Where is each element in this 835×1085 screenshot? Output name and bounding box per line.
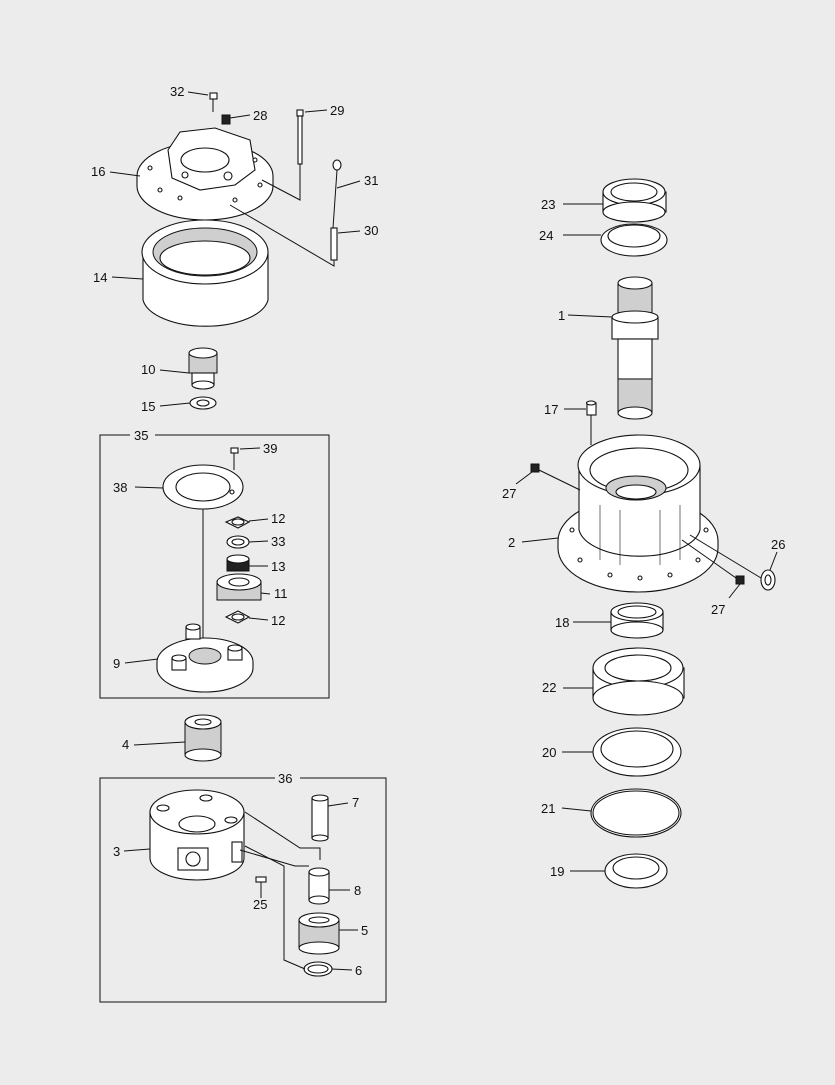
callout-15: 15 — [141, 399, 155, 414]
group-36-frame: 36 — [99, 771, 387, 1003]
callout-12-upper: 12 — [271, 511, 285, 526]
long-bolt-29-part — [261, 109, 304, 201]
callout-5: 5 — [361, 923, 368, 938]
gauge-pipe-30-part — [229, 204, 338, 267]
group-35-label: 35 — [134, 428, 148, 443]
callout-24: 24 — [539, 228, 553, 243]
callout-30: 30 — [364, 223, 378, 238]
pin-guide-line-3 — [239, 849, 309, 867]
callout-27-lower: 27 — [711, 602, 725, 617]
callout-22: 22 — [542, 680, 556, 695]
washer-12-upper-part — [224, 516, 251, 529]
callout-39: 39 — [263, 441, 277, 456]
callout-13: 13 — [271, 559, 285, 574]
callout-3: 3 — [113, 844, 120, 859]
sun-gear-10-part — [188, 347, 218, 390]
bushing-8-part — [308, 867, 330, 905]
seal-24-part — [600, 223, 668, 257]
callout-12-lower: 12 — [271, 613, 285, 628]
bolt-32-part — [209, 92, 218, 112]
callout-8: 8 — [354, 883, 361, 898]
callout-23: 23 — [541, 197, 555, 212]
washer-6-part — [303, 961, 333, 977]
callouts: 32 28 29 16 31 30 14 10 15 39 38 12 33 1… — [91, 84, 785, 978]
seal-20-part — [592, 727, 682, 777]
pin-guide-line-2 — [244, 845, 306, 970]
cover-plate-part — [136, 127, 274, 221]
callout-10: 10 — [141, 362, 155, 377]
plug-28-part — [221, 114, 231, 125]
callout-29: 29 — [330, 103, 344, 118]
bearing-23-part — [602, 178, 667, 223]
level-gauge-31-part — [332, 159, 342, 229]
callout-21: 21 — [541, 801, 555, 816]
pin-guide-line-1 — [244, 811, 321, 860]
washer-12-lower-part — [224, 610, 251, 624]
callout-18: 18 — [555, 615, 569, 630]
bolt-39-part — [230, 447, 239, 470]
washer-15-part — [189, 396, 217, 410]
sun-gear-4-part — [184, 714, 222, 762]
group-35-frame: 35 — [99, 428, 330, 699]
callout-1: 1 — [558, 308, 565, 323]
callout-9: 9 — [113, 656, 120, 671]
needle-bearing-13-part — [226, 554, 250, 572]
callout-6: 6 — [355, 963, 362, 978]
callout-11: 11 — [274, 586, 288, 601]
planet-gear-11-part — [216, 573, 262, 601]
pin-25-part — [255, 876, 267, 883]
callout-17: 17 — [544, 402, 558, 417]
callout-19: 19 — [550, 864, 564, 879]
callout-27-upper: 27 — [502, 486, 516, 501]
snap-ring-21-part — [590, 788, 682, 838]
callout-26: 26 — [771, 537, 785, 552]
callout-31: 31 — [364, 173, 378, 188]
pin-7-part — [311, 794, 329, 842]
plug-26-part — [689, 534, 776, 591]
thrust-plate-38-part — [162, 464, 244, 510]
ring-gear-part — [141, 219, 269, 327]
callout-38: 38 — [113, 480, 127, 495]
bearing-18-part — [610, 602, 664, 639]
pin-17-part — [585, 400, 597, 445]
callout-28: 28 — [253, 108, 267, 123]
group-36-label: 36 — [278, 771, 292, 786]
planet-gear-5-part — [298, 912, 340, 955]
callout-25: 25 — [253, 897, 267, 912]
callout-4: 4 — [122, 737, 129, 752]
drive-shaft-1-part — [611, 276, 659, 420]
callout-33: 33 — [271, 534, 285, 549]
callout-14: 14 — [93, 270, 107, 285]
housing-2-part — [557, 434, 719, 593]
plug-27-upper-part — [530, 463, 581, 491]
carrier-3-part — [149, 789, 245, 881]
callout-20: 20 — [542, 745, 556, 760]
callout-7: 7 — [352, 795, 359, 810]
callout-32: 32 — [170, 84, 184, 99]
carrier-9-part — [156, 623, 254, 693]
callout-2: 2 — [508, 535, 515, 550]
ring-33-part — [226, 535, 250, 549]
bearing-22-part — [592, 647, 685, 716]
seal-19-part — [604, 853, 668, 889]
callout-16: 16 — [91, 164, 105, 179]
